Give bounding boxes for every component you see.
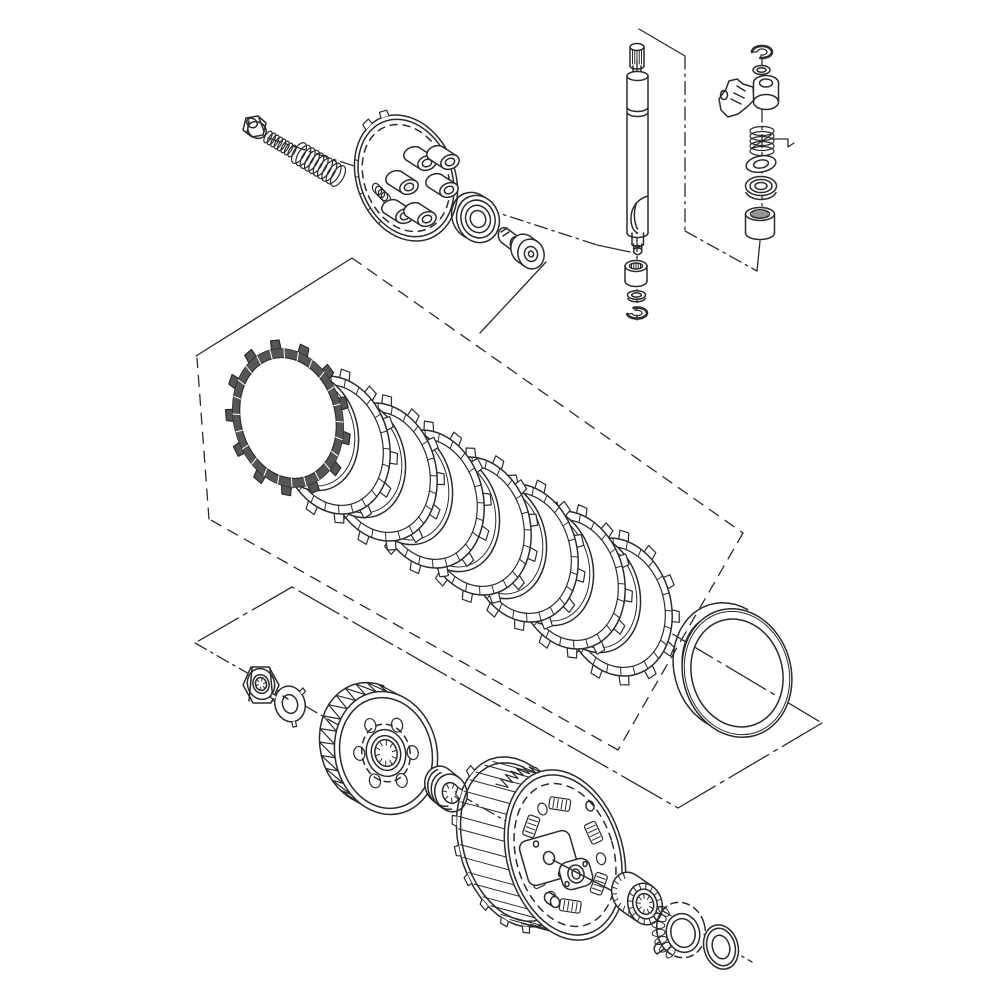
pressure-plate: [353, 109, 460, 242]
release-shaft-circlip: [750, 44, 774, 60]
release-shaft-plain-washer: [745, 154, 777, 174]
basket-needle-bearing: [610, 871, 664, 926]
clutch-hub: [318, 681, 439, 816]
clutch-plate-stack: [225, 339, 680, 686]
seal-spring-washer: [651, 901, 707, 959]
release-lever-arm: [718, 74, 780, 118]
release-shaft-washer: [752, 64, 771, 76]
release-bearing: [450, 191, 501, 244]
spacer-bushing: [424, 765, 468, 813]
push-rod-circlip: [625, 306, 649, 320]
push-rod: [626, 42, 649, 256]
wire-ring: [672, 602, 793, 738]
push-rod-roller: [624, 259, 648, 288]
o-ring-washer: [702, 924, 740, 970]
push-rod-washer: [626, 289, 647, 303]
release-shaft-oil-seal: [744, 175, 778, 201]
clutch-basket: [451, 756, 627, 941]
hub-nut: [242, 666, 280, 704]
lifter-piece: [497, 226, 545, 270]
spring-bolt: [242, 115, 347, 187]
release-shaft-needle-bearing: [744, 206, 776, 241]
lock-washer: [269, 685, 307, 728]
